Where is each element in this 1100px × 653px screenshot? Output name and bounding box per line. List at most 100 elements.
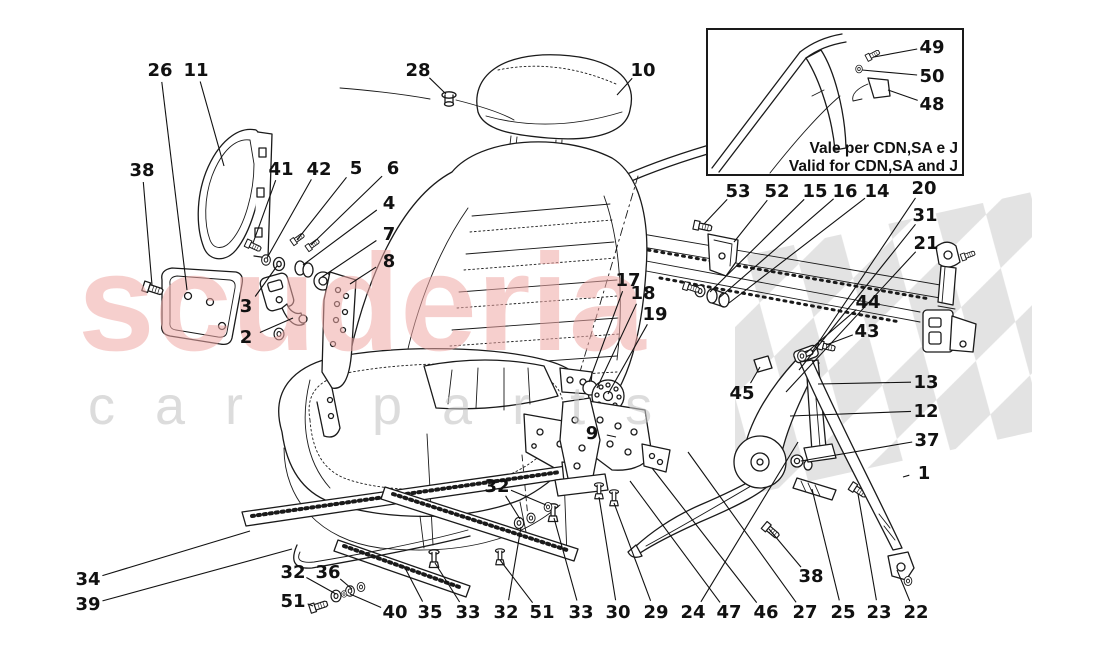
leader-line-19 (607, 324, 648, 395)
leader-line-2 (259, 317, 294, 334)
leader-line-12 (789, 410, 912, 417)
leader-line-34 (102, 530, 251, 577)
leader-line-30 (598, 496, 617, 601)
leader-line-38 (142, 181, 153, 286)
inset-bracket-48 (867, 77, 891, 99)
leader-line-10 (616, 77, 633, 96)
recliner-pivot-hardware (141, 231, 357, 438)
leader-line-26 (161, 81, 188, 291)
leader-line-24 (700, 441, 799, 603)
callout-label-14: 14 (864, 181, 889, 202)
leader-line-7 (321, 240, 377, 278)
leader-line-32 (508, 526, 522, 601)
leader-line-46 (651, 467, 758, 603)
seat-slide-rails (241, 461, 583, 598)
callout-label-33: 33 (568, 602, 593, 623)
callout-label-36: 36 (315, 562, 340, 583)
callout-label-35: 35 (417, 602, 442, 623)
leader-line-32 (306, 577, 337, 595)
callout-label-38: 38 (129, 160, 154, 181)
callout-label-51: 51 (280, 591, 305, 612)
leader-line-47 (629, 480, 721, 603)
watermark-word-scuderia: scuderia (78, 226, 647, 380)
callout-label-31: 31 (912, 205, 937, 226)
leader-line-50 (861, 69, 918, 76)
leader-line-29 (613, 502, 652, 601)
callout-label-29: 29 (643, 602, 668, 623)
callout-label-51: 51 (529, 602, 554, 623)
leader-line-6 (310, 175, 383, 246)
callout-label-32: 32 (484, 476, 509, 497)
callout-label-21: 21 (913, 233, 938, 254)
headrest-clip (441, 91, 515, 121)
leader-line-35 (403, 565, 424, 602)
leader-line-17 (588, 291, 624, 383)
callout-label-19: 19 (642, 304, 667, 325)
callout-label-10: 10 (630, 60, 655, 81)
callout-label-23: 23 (866, 602, 891, 623)
anchor-pedal (792, 477, 837, 501)
callout-label-46: 46 (753, 602, 778, 623)
callout-label-12: 12 (913, 401, 938, 422)
callout-label-7: 7 (383, 224, 396, 245)
leader-line-1 (902, 474, 910, 478)
leader-line-51 (307, 603, 314, 607)
leader-line-37 (800, 441, 913, 462)
callout-label-50: 50 (919, 66, 944, 87)
callout-label-2: 2 (240, 327, 253, 348)
leader-line-48 (887, 89, 918, 101)
leader-line-53 (703, 199, 728, 225)
callout-label-43: 43 (854, 321, 879, 342)
callout-label-49: 49 (919, 37, 944, 58)
leader-line-23 (857, 493, 877, 601)
callout-label-9: 9 (586, 423, 599, 444)
leader-line-52 (733, 199, 768, 243)
leader-line-42 (266, 179, 312, 259)
recliner-mechanism (554, 355, 773, 507)
leader-line-36 (339, 578, 353, 590)
callout-label-6: 6 (387, 158, 400, 179)
leader-line-28 (429, 77, 447, 95)
leader-line-40 (349, 593, 382, 609)
callout-label-18: 18 (630, 283, 655, 304)
callout-label-5: 5 (350, 158, 363, 179)
seat-belt-retractor (922, 241, 977, 353)
leader-line-33 (553, 517, 578, 601)
callout-label-53: 53 (725, 181, 750, 202)
watermark-word-car-parts: car parts (88, 376, 692, 436)
callout-label-24: 24 (680, 602, 705, 623)
callout-label-26: 26 (147, 60, 172, 81)
leader-line-5 (296, 176, 347, 241)
callout-label-41: 41 (268, 159, 293, 180)
backrest-trim-pad (161, 267, 244, 346)
callout-label-16: 16 (832, 181, 857, 202)
callout-label-52: 52 (764, 181, 789, 202)
callout-label-37: 37 (914, 430, 939, 451)
callout-label-25: 25 (830, 602, 855, 623)
leader-line-20 (811, 197, 916, 353)
callout-label-38: 38 (798, 566, 823, 587)
belt-reel-assembly (733, 339, 837, 489)
leader-line-13 (817, 381, 912, 385)
callout-label-45: 45 (729, 383, 754, 404)
callout-label-1: 1 (918, 463, 931, 484)
leader-line-4 (302, 209, 378, 266)
leader-line-8 (349, 266, 377, 285)
belt-buckle-stalk (259, 272, 308, 341)
callout-label-3: 3 (240, 296, 253, 317)
inset-note-english: Valid for CDN,SA and J (789, 158, 958, 175)
callout-label-20: 20 (911, 178, 936, 199)
leader-line-18 (596, 303, 637, 389)
leader-line-9 (606, 434, 617, 438)
leader-line-41 (252, 180, 277, 244)
leader-line-32 (510, 489, 547, 506)
watermark: scuderia car parts (78, 226, 692, 436)
leader-line-22 (896, 569, 911, 602)
callout-label-15: 15 (802, 181, 827, 202)
leader-line-25 (811, 488, 840, 601)
callout-label-28: 28 (405, 60, 430, 81)
callout-label-27: 27 (792, 602, 817, 623)
callout-label-33: 33 (455, 602, 480, 623)
callout-label-11: 11 (183, 60, 208, 81)
